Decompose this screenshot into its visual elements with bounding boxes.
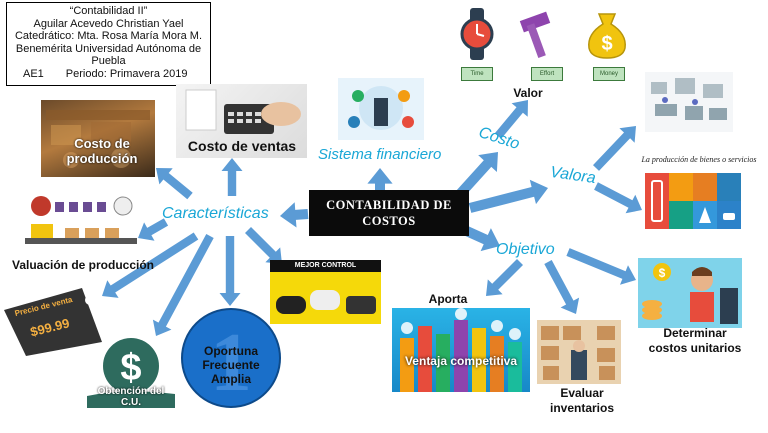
factory-image: Costo de producción — [41, 100, 155, 177]
money-bag-icon: $ — [588, 13, 626, 59]
course-title: “Contabilidad II” — [69, 5, 148, 17]
gamepad-icon — [276, 290, 376, 314]
arrow-obj-to-evaluar — [544, 260, 580, 314]
costo-ventas-label: Costo de ventas — [187, 138, 297, 154]
valuacion-label: Valuación de producción — [11, 258, 155, 272]
effort-tag: Effort — [531, 67, 563, 81]
determinar-label-1: Determinar — [663, 326, 727, 340]
evaluar-label-2: inventarios — [549, 401, 615, 415]
valor-label: Valor — [513, 86, 543, 100]
isometric-factory-icon — [651, 78, 727, 120]
arrow-valora-to-top — [593, 126, 636, 171]
svg-text:$: $ — [601, 33, 612, 55]
teacher-name: Catedrático: Mta. Rosa María Mora M. — [14, 30, 203, 42]
determinar-label-2: costos unitarios — [648, 341, 742, 355]
conveyor-icon — [25, 196, 137, 244]
center-line1: CONTABILIDAD DE — [326, 198, 452, 212]
arrow-car-to-control — [245, 227, 282, 264]
center-line2: COSTOS — [362, 214, 416, 228]
time-icon-wrap — [458, 8, 496, 60]
financial-system-image — [338, 78, 424, 140]
costo-produccion-label: Costo de producción — [66, 136, 138, 166]
svg-text:$: $ — [659, 266, 666, 280]
arrow-center-to-valora — [468, 179, 548, 213]
oportuna-label: Oportuna — [204, 344, 258, 358]
price-tag-icon — [4, 288, 102, 356]
money-hand-image: $ Obtención del C.U. — [83, 332, 179, 412]
header-info-box: “Contabilidad II” Aguilar Acevedo Christ… — [6, 2, 211, 86]
branch-caracteristicas: Características — [162, 205, 269, 222]
factory-icon — [46, 110, 150, 168]
goods-services-grid — [645, 173, 741, 229]
author-name: Aguilar Acevedo Christian Yael — [33, 17, 184, 30]
hammer-icon — [519, 11, 551, 58]
warehouse-image — [537, 320, 621, 384]
university-line1: Benemérita Universidad Autónoma de — [15, 42, 202, 55]
arrow-costo-to-valor — [494, 100, 528, 139]
branch-sistema-financiero: Sistema financiero — [318, 146, 442, 163]
aporta-label: Aporta — [428, 292, 468, 306]
number-one-circle: 1 Oportuna Frecuente Amplia — [181, 308, 281, 408]
money-tag: Money — [593, 67, 625, 81]
ventaja-label: Ventaja competitiva — [404, 354, 518, 368]
mejor-control-image: MEJOR CONTROL — [270, 260, 381, 324]
evaluar-label-1: Evaluar — [560, 386, 604, 400]
man-coins-icon: $ — [642, 263, 738, 324]
produccion-bienes-label: La producción de bienes o servicios — [641, 155, 757, 164]
arrow-center-to-sistema — [367, 168, 393, 190]
number-one-icon: 1 — [210, 316, 252, 406]
arrow-car-to-precio — [102, 232, 199, 298]
production-line-image — [25, 192, 137, 252]
arrow-car-to-ventas — [221, 158, 243, 196]
arrow-car-to-oportuna — [219, 236, 241, 306]
finance-icon — [348, 86, 414, 130]
branch-objetivo: Objetivo — [496, 241, 555, 258]
amplia-label: Amplia — [210, 372, 251, 386]
obtencion-label: Obtención del C.U. — [97, 386, 165, 408]
university-line2: Puebla — [91, 55, 126, 67]
man-with-money-image: $ — [638, 258, 742, 328]
price-tag: Precio de venta $99.99 — [2, 282, 106, 358]
ventaja-competitiva-image: Ventaja competitiva — [392, 308, 530, 392]
arrow-obj-to-determinar — [566, 248, 636, 285]
arrow-center-to-caracteristicas — [280, 202, 309, 228]
arrow-valora-to-bottom — [594, 182, 642, 214]
arrow-obj-to-aporta — [486, 259, 523, 296]
mejor-control-label: MEJOR CONTROL — [270, 260, 381, 272]
activity-code: AE1 — [23, 67, 44, 80]
period: Periodo: Primavera 2019 — [65, 67, 188, 80]
services-icons — [645, 173, 741, 229]
calculator-icon — [185, 89, 301, 134]
arrow-car-to-produccion — [156, 168, 193, 200]
arrow-car-to-obtencion — [152, 234, 214, 336]
central-topic: CONTABILIDAD DE COSTOS — [309, 190, 469, 236]
calculator-image: Costo de ventas — [176, 84, 307, 158]
frecuente-label: Frecuente — [202, 358, 260, 372]
arrow-center-to-costo — [456, 152, 498, 198]
svg-text:$: $ — [120, 347, 141, 389]
money-icon-wrap: $ — [585, 8, 629, 60]
isometric-production-image — [645, 72, 733, 132]
time-tag: Time — [461, 67, 493, 81]
warehouse-icon — [541, 326, 615, 380]
dollar-hand-icon: $ — [87, 338, 175, 408]
svg-text:1: 1 — [210, 316, 252, 406]
arrow-car-to-valuacion — [138, 218, 169, 241]
effort-icon-wrap — [515, 10, 557, 60]
watch-icon — [460, 8, 494, 60]
city-buildings-icon — [400, 308, 522, 392]
